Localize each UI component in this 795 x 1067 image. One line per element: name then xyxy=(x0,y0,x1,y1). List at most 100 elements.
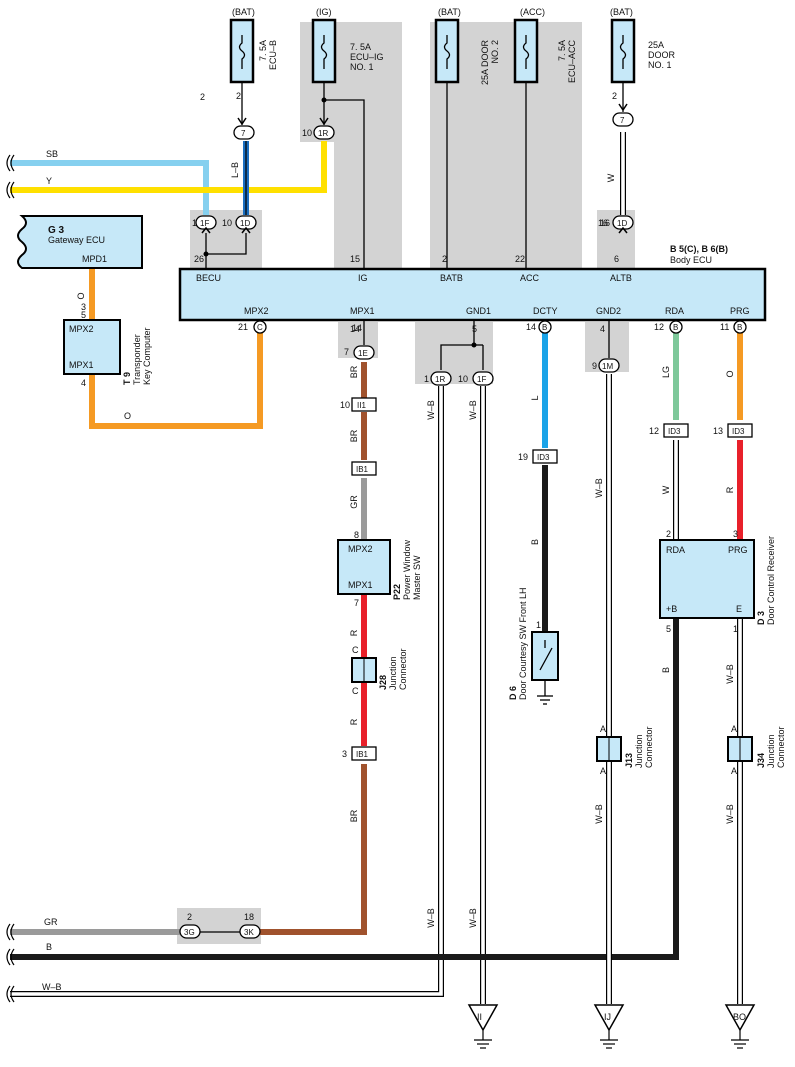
svg-text:21: 21 xyxy=(238,322,248,332)
svg-text:MPX1: MPX1 xyxy=(69,360,94,370)
svg-text:W–B: W–B xyxy=(426,908,436,928)
svg-text:O: O xyxy=(76,292,86,299)
svg-text:E: E xyxy=(736,604,742,614)
svg-text:5: 5 xyxy=(666,624,671,634)
svg-text:25A: 25A xyxy=(648,40,664,50)
svg-text:R: R xyxy=(349,629,359,636)
body-ecu: B 5(C), B 6(B) Body ECU BECU 26 IG 15 BA… xyxy=(178,244,767,322)
svg-text:Gateway ECU: Gateway ECU xyxy=(48,235,105,245)
svg-text:NO. 2: NO. 2 xyxy=(490,40,500,64)
wire-labels: SB Y L–B W O O BR BR GR R R BR GR B W–B … xyxy=(42,149,735,992)
svg-text:IB1: IB1 xyxy=(356,465,369,474)
svg-text:8: 8 xyxy=(354,530,359,540)
svg-text:ID3: ID3 xyxy=(732,427,745,436)
svg-text:Connector: Connector xyxy=(398,648,408,690)
svg-text:ID3: ID3 xyxy=(668,427,681,436)
svg-text:16: 16 xyxy=(600,218,610,228)
fuse-door-no2: (BAT) 25A DOOR NO. 2 xyxy=(434,7,500,86)
svg-text:A: A xyxy=(600,766,606,776)
svg-text:1D: 1D xyxy=(240,219,250,228)
svg-text:3: 3 xyxy=(81,302,86,312)
svg-text:II1: II1 xyxy=(357,401,366,410)
svg-text:Connector: Connector xyxy=(644,726,654,768)
svg-text:1M: 1M xyxy=(602,362,613,371)
svg-text:C: C xyxy=(352,686,359,696)
svg-text:GR: GR xyxy=(44,917,58,927)
svg-text:O: O xyxy=(124,411,131,421)
svg-text:12: 12 xyxy=(654,322,664,332)
svg-text:MPX2: MPX2 xyxy=(69,324,94,334)
svg-text:T 9: T 9 xyxy=(122,372,132,385)
ground-bo: BO xyxy=(724,1004,756,1049)
svg-text:Master SW: Master SW xyxy=(412,555,422,600)
svg-text:4: 4 xyxy=(600,324,605,334)
svg-text:W–B: W–B xyxy=(426,400,436,420)
svg-text:BR: BR xyxy=(349,429,359,442)
svg-text:W: W xyxy=(661,485,671,494)
svg-text:3G: 3G xyxy=(184,928,195,937)
svg-text:O: O xyxy=(725,370,735,377)
svg-text:B: B xyxy=(46,942,52,952)
svg-text:2: 2 xyxy=(187,912,192,922)
svg-text:ECU–ACC: ECU–ACC xyxy=(567,40,577,84)
svg-text:W–B: W–B xyxy=(468,400,478,420)
svg-text:RDA: RDA xyxy=(665,306,684,316)
svg-text:L–B: L–B xyxy=(230,162,240,178)
svg-text:1E: 1E xyxy=(358,349,368,358)
svg-text:SB: SB xyxy=(46,149,58,159)
svg-text:(BAT): (BAT) xyxy=(232,7,255,17)
svg-text:2: 2 xyxy=(612,91,617,101)
svg-text:Y: Y xyxy=(46,176,52,186)
j13-junction-connector: A A J13 Junction Connector xyxy=(596,724,654,776)
svg-text:2: 2 xyxy=(442,254,447,264)
svg-text:BR: BR xyxy=(349,365,359,378)
svg-text:ALTB: ALTB xyxy=(610,273,632,283)
svg-text:GND1: GND1 xyxy=(466,306,491,316)
svg-text:IG: IG xyxy=(358,273,368,283)
fuse-ecu-b: (BAT) 7. 5A ECU–B xyxy=(229,7,278,84)
svg-text:7: 7 xyxy=(620,116,625,125)
svg-text:DOOR: DOOR xyxy=(648,50,676,60)
svg-text:(BAT): (BAT) xyxy=(610,7,633,17)
svg-text:10: 10 xyxy=(458,374,468,384)
j28-junction-connector: C C J28 Junction Connector xyxy=(351,645,408,696)
svg-text:BECU: BECU xyxy=(196,273,221,283)
svg-text:W–B: W–B xyxy=(725,804,735,824)
svg-text:Door Courtesy SW Front LH: Door Courtesy SW Front LH xyxy=(518,587,528,700)
svg-text:6: 6 xyxy=(614,254,619,264)
svg-text:MPX1: MPX1 xyxy=(348,580,373,590)
svg-text:A: A xyxy=(731,766,737,776)
svg-text:Body ECU: Body ECU xyxy=(670,255,712,265)
svg-text:ECU–IG: ECU–IG xyxy=(350,52,384,62)
svg-text:R: R xyxy=(349,718,359,725)
svg-text:W–B: W–B xyxy=(468,908,478,928)
svg-text:Transponder: Transponder xyxy=(132,334,142,385)
svg-text:Key Computer: Key Computer xyxy=(142,327,152,385)
svg-text:25A DOOR: 25A DOOR xyxy=(480,40,490,86)
svg-text:B: B xyxy=(737,323,742,332)
svg-text:18: 18 xyxy=(244,912,254,922)
svg-text:Junction: Junction xyxy=(766,734,776,768)
svg-text:1: 1 xyxy=(733,624,738,634)
transponder-key-computer: MPX2 MPX1 3 5 4 T 9 Transponder Key Comp… xyxy=(63,302,152,388)
ground-ii: II xyxy=(467,1004,499,1049)
svg-text:1R: 1R xyxy=(318,129,328,138)
wires xyxy=(10,82,743,1004)
svg-text:+B: +B xyxy=(666,604,677,614)
svg-text:NO. 1: NO. 1 xyxy=(648,60,672,70)
svg-text:3: 3 xyxy=(733,529,738,539)
svg-text:B: B xyxy=(530,539,540,545)
svg-text:MPD1: MPD1 xyxy=(82,254,107,264)
svg-text:4: 4 xyxy=(81,378,86,388)
svg-text:W–B: W–B xyxy=(594,804,604,824)
svg-text:1D: 1D xyxy=(617,219,627,228)
j34-junction-connector: A A J34 Junction Connector xyxy=(727,724,786,776)
body-ecu-bottom-pins: 21 C 14 5 14 B 4 12 B 11 B xyxy=(238,320,747,334)
svg-text:5: 5 xyxy=(81,310,86,320)
svg-text:(IG): (IG) xyxy=(316,7,332,17)
svg-text:W–B: W–B xyxy=(42,982,62,992)
svg-text:MPX1: MPX1 xyxy=(350,306,375,316)
svg-text:B: B xyxy=(673,323,678,332)
svg-text:13: 13 xyxy=(713,426,723,436)
